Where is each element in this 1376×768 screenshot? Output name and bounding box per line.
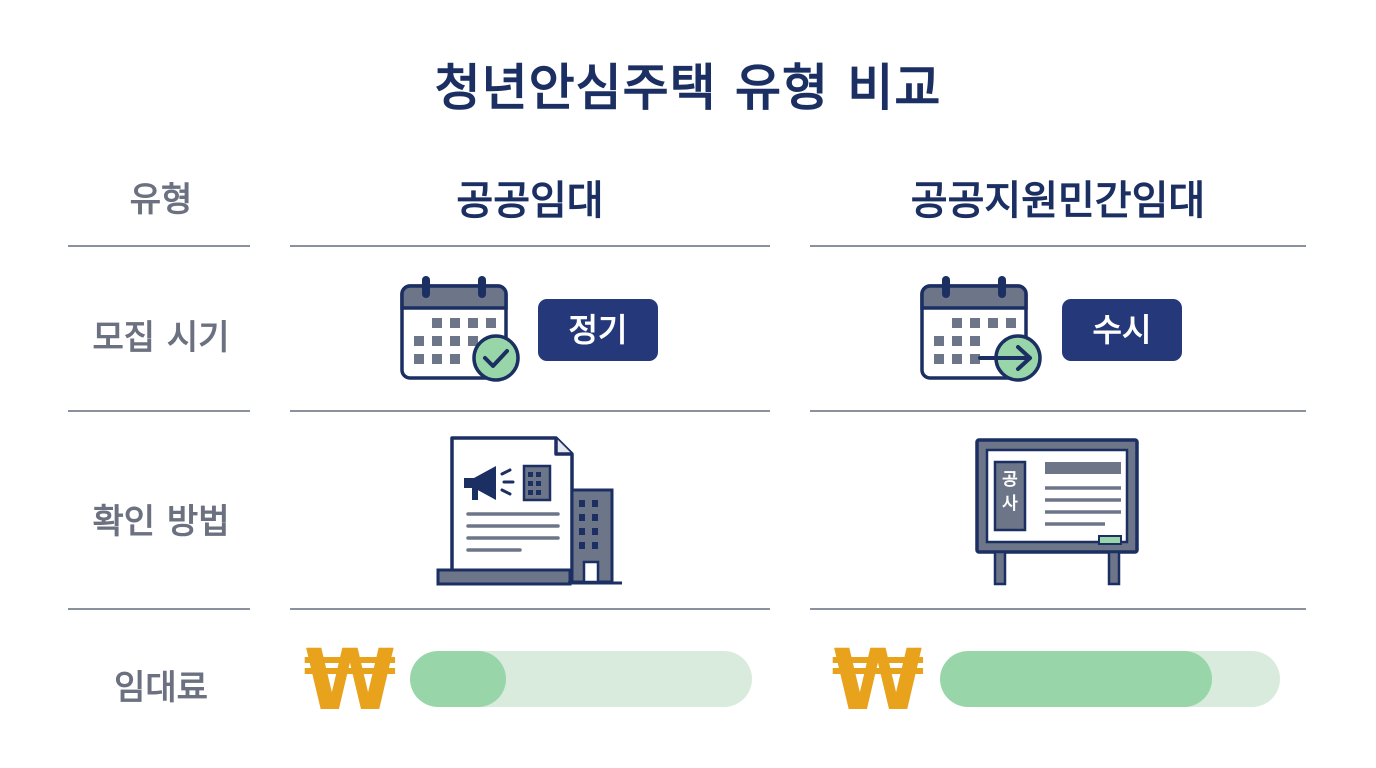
notice-board-text: 공사: [1002, 470, 1018, 514]
calendar-check-icon: [400, 276, 520, 382]
row-label-rent: 임대료: [114, 668, 208, 708]
divider: [290, 608, 770, 610]
divider: [68, 410, 250, 412]
divider: [810, 410, 1306, 412]
recruit-badge-anytime: 수시: [1062, 299, 1182, 361]
rent-bar-public: [410, 651, 752, 707]
won-icon: ₩: [831, 631, 925, 729]
notice-board-icon: 공사: [975, 438, 1141, 586]
column-header-private: 공공지원민간임대: [910, 178, 1206, 224]
row-label-type: 유형: [129, 180, 193, 220]
rent-bar-private-fill: [940, 651, 1212, 707]
rent-bar-private: [940, 651, 1280, 707]
recruit-badge-regular: 정기: [538, 299, 658, 361]
divider: [68, 245, 250, 247]
row-label-method: 확인 방법: [92, 502, 230, 542]
row-label-recruit: 모집 시기: [92, 318, 230, 358]
divider: [810, 608, 1306, 610]
rent-bar-public-fill: [410, 651, 506, 707]
divider: [810, 245, 1306, 247]
divider: [68, 608, 250, 610]
document-megaphone-building-icon: [436, 436, 622, 586]
column-header-public: 공공임대: [456, 178, 604, 224]
calendar-arrow-icon: [920, 276, 1042, 382]
divider: [290, 410, 770, 412]
divider: [290, 245, 770, 247]
page-title: 청년안심주택 유형 비교: [434, 59, 942, 117]
won-icon: ₩: [303, 631, 397, 729]
